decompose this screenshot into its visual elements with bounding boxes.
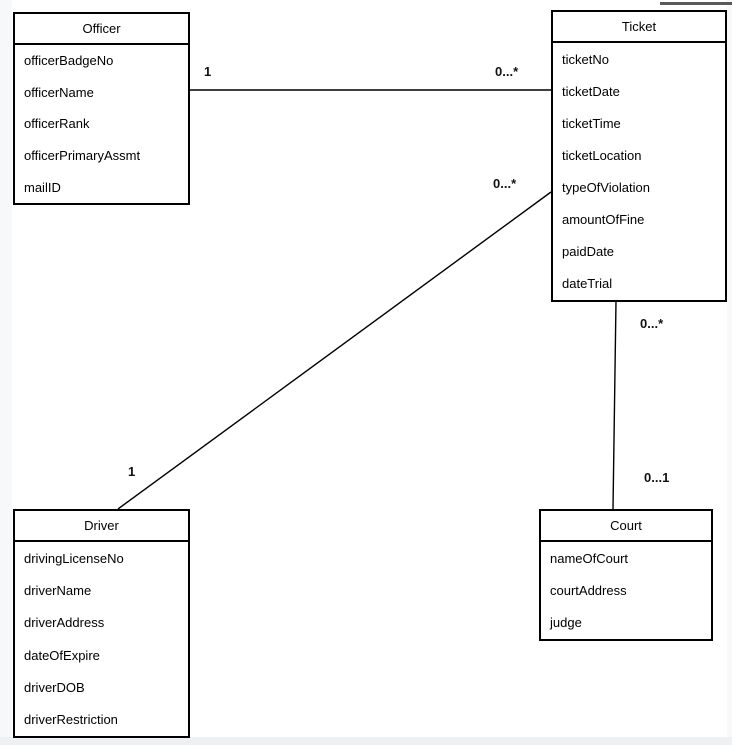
entity-attribute: dateTrial (562, 276, 613, 292)
entity-officer-title: Officer (15, 14, 188, 45)
entity-driver: Driver drivingLicenseNo driverName driverA… (13, 509, 190, 738)
window-edge-artifact (660, 2, 732, 5)
multiplicity-ticket-side-driver: 0...* (493, 176, 517, 191)
entity-attribute: ticketLocation (562, 147, 642, 163)
entity-driver-title: Driver (15, 511, 188, 542)
entity-attribute: ticketNo (562, 51, 609, 67)
canvas-margin-bottom (0, 737, 732, 745)
association-ticket-court (612, 300, 617, 510)
multiplicity-officer-side: 1 (204, 64, 212, 79)
entity-attribute: ticketTime (562, 115, 621, 131)
entity-ticket-attributes: ticketNo ticketDate ticketTime ticketLocati… (553, 43, 725, 300)
entity-ticket-title: Ticket (553, 12, 725, 43)
entity-attribute: officerRank (24, 116, 90, 132)
multiplicity-driver-side: 1 (128, 464, 136, 479)
association-driver-ticket (117, 191, 552, 510)
entity-attribute: courtAddress (550, 582, 627, 598)
entity-attribute: officerName (24, 84, 94, 100)
entity-attribute: judge (550, 615, 582, 631)
entity-attribute: typeOfViolation (562, 180, 650, 196)
entity-court-attributes: nameOfCourt courtAddress judge (541, 542, 711, 639)
entity-driver-attributes: drivingLicenseNo driverName driverAddress d… (15, 542, 188, 736)
entity-attribute: driverDOB (24, 679, 85, 695)
entity-court: Court nameOfCourt courtAddress judge (539, 509, 713, 641)
entity-attribute: dateOfExpire (24, 647, 100, 663)
entity-attribute: officerPrimaryAssmt (24, 148, 141, 164)
entity-attribute: driverAddress (24, 615, 105, 631)
multiplicity-ticket-side-officer: 0...* (495, 64, 519, 79)
entity-attribute: mailID (24, 179, 61, 195)
canvas-margin-right (727, 0, 732, 745)
entity-attribute: paidDate (562, 244, 615, 260)
multiplicity-court-side: 0...1 (644, 470, 670, 485)
entity-attribute: nameOfCourt (550, 550, 629, 566)
entity-officer-attributes: officerBadgeNo officerName officerRank offi… (15, 45, 188, 203)
entity-court-title: Court (541, 511, 711, 542)
multiplicity-ticket-side-court: 0...* (640, 316, 664, 331)
entity-attribute: ticketDate (562, 83, 620, 99)
entity-attribute: drivingLicenseNo (24, 550, 124, 566)
entity-attribute: driverName (24, 582, 92, 598)
entity-attribute: driverRestriction (24, 712, 118, 728)
entity-attribute: amountOfFine (562, 212, 645, 228)
canvas-margin-left (0, 0, 12, 745)
entity-attribute: officerBadgeNo (24, 53, 114, 69)
